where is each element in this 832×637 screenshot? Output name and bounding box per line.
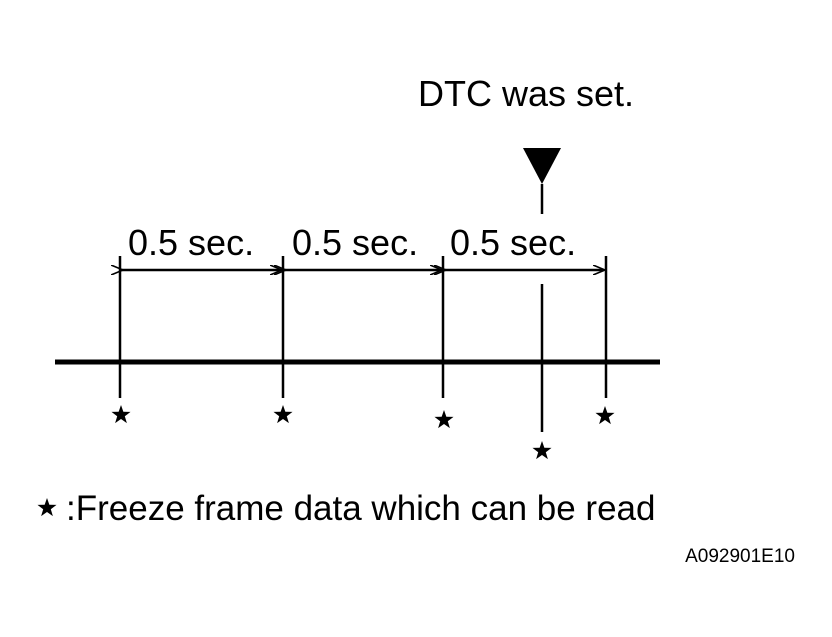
star-icon <box>532 441 552 460</box>
interval-label-3: 0.5 sec. <box>450 222 576 263</box>
legend-text: :Freeze frame data which can be read <box>66 489 655 528</box>
dtc-triangle-icon <box>523 148 561 184</box>
interval-label-1: 0.5 sec. <box>128 222 254 263</box>
dtc-title: DTC was set. <box>418 73 634 114</box>
star-icon <box>273 405 293 424</box>
star-icon <box>595 406 615 425</box>
star-icon <box>434 410 454 429</box>
star-icon <box>111 405 131 424</box>
legend-star-icon <box>37 498 57 517</box>
interval-label-2: 0.5 sec. <box>292 222 418 263</box>
figure-code: A092901E10 <box>685 546 795 567</box>
